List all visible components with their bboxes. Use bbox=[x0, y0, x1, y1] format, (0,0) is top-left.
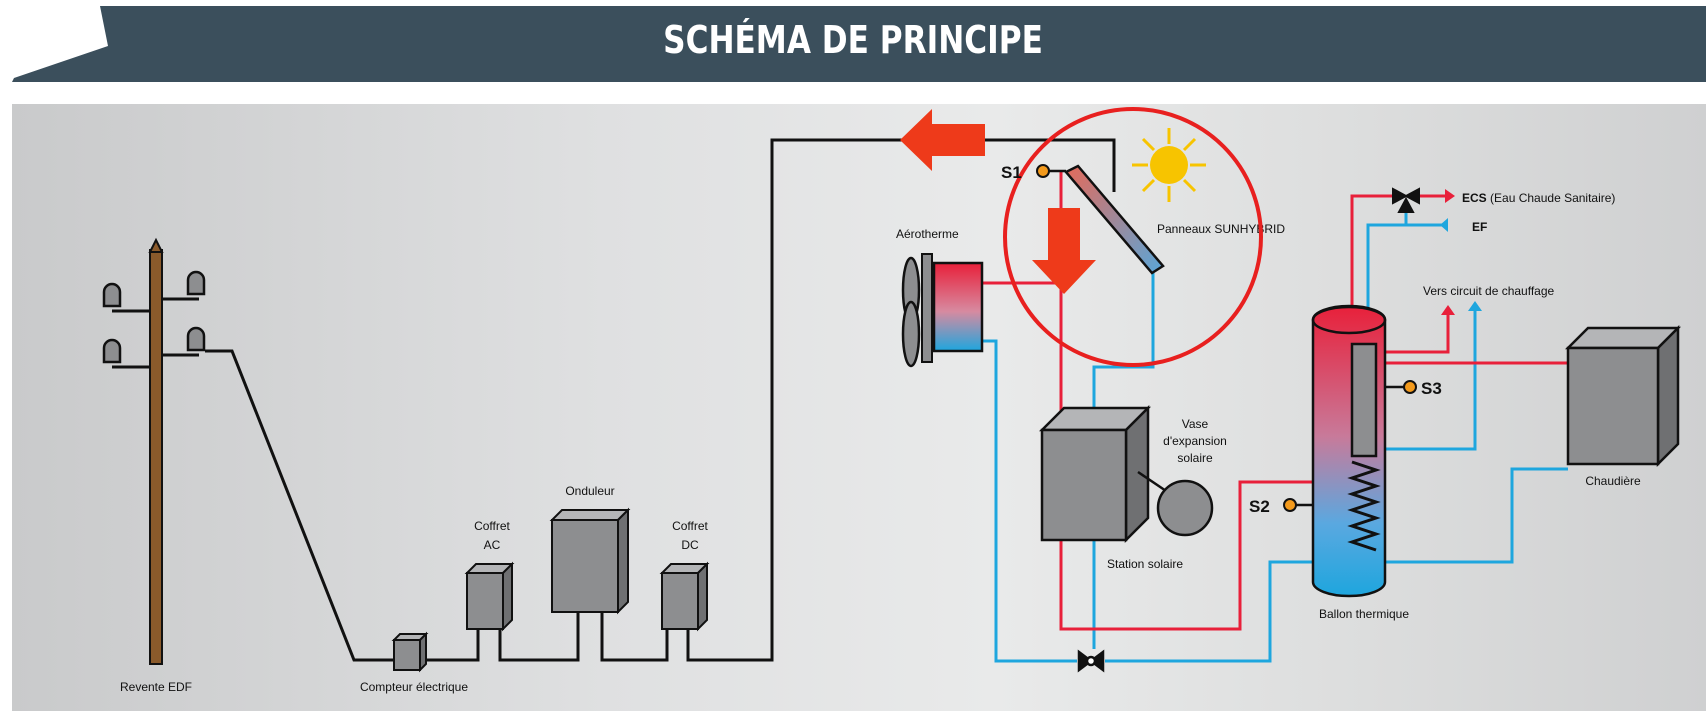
banner-shape bbox=[12, 6, 1706, 82]
highlight-circle bbox=[1003, 107, 1263, 367]
solar-panel bbox=[1064, 164, 1165, 275]
label-coffret-dc-1: Coffret bbox=[672, 519, 708, 533]
label-vase-3: solaire bbox=[1177, 451, 1213, 465]
sensor-s2 bbox=[1283, 498, 1313, 512]
arrow-up-hot-icon bbox=[1441, 305, 1455, 315]
three-way-valve-icon bbox=[1392, 187, 1420, 213]
chaudiere bbox=[1564, 324, 1682, 468]
label-coffret-ac-1: Coffret bbox=[474, 519, 510, 533]
vase-expansion bbox=[1156, 479, 1214, 537]
label-aerotherme: Aérotherme bbox=[896, 227, 959, 241]
arrow-up-cold-icon bbox=[1468, 301, 1482, 311]
label-ballon: Ballon thermique bbox=[1319, 607, 1409, 621]
label-ecs: ECS (Eau Chaude Sanitaire) bbox=[1462, 191, 1615, 205]
page-title: SCHÉMA DE PRINCIPE bbox=[663, 18, 1043, 62]
diagram-panel bbox=[12, 104, 1706, 711]
label-revente-edf: Revente EDF bbox=[120, 680, 192, 694]
coffret-dc bbox=[659, 561, 710, 632]
onduleur bbox=[549, 507, 631, 615]
label-ef: EF bbox=[1472, 220, 1487, 234]
label-chaudiere: Chaudière bbox=[1585, 474, 1641, 488]
label-vase-2: d'expansion bbox=[1163, 434, 1227, 448]
header-banner: SCHÉMA DE PRINCIPE bbox=[0, 0, 1706, 90]
label-vase-1: Vase bbox=[1182, 417, 1209, 431]
label-onduleur: Onduleur bbox=[565, 484, 614, 498]
label-s3: S3 bbox=[1421, 379, 1442, 398]
sun-icon bbox=[1132, 128, 1206, 202]
label-coffret-dc-2: DC bbox=[681, 538, 699, 552]
valve-icon bbox=[1077, 649, 1105, 673]
coffret-ac bbox=[464, 561, 515, 632]
label-panneaux: Panneaux SUNHYBRID bbox=[1157, 222, 1285, 236]
arrow-down-icon bbox=[1032, 208, 1096, 294]
label-coffret-ac-2: AC bbox=[484, 538, 501, 552]
aerotherme bbox=[901, 253, 984, 368]
fan-icon bbox=[901, 256, 921, 368]
label-s1: S1 bbox=[1001, 163, 1022, 182]
label-ecs-rest: (Eau Chaude Sanitaire) bbox=[1487, 191, 1616, 205]
station-solaire bbox=[1038, 404, 1176, 544]
ballon-thermique bbox=[1311, 304, 1387, 598]
label-vers-circuit: Vers circuit de chauffage bbox=[1423, 284, 1555, 298]
arrow-ef-icon bbox=[1440, 218, 1448, 232]
electrical-wiring bbox=[205, 138, 1116, 662]
label-station: Station solaire bbox=[1107, 557, 1183, 571]
sensor-s1 bbox=[1036, 164, 1066, 178]
electric-pole bbox=[102, 237, 206, 665]
sensor-s3 bbox=[1385, 380, 1417, 394]
arrow-left-icon bbox=[900, 109, 985, 171]
arrow-ecs-icon bbox=[1445, 189, 1455, 203]
label-compteur: Compteur électrique bbox=[360, 680, 468, 694]
compteur-electrique bbox=[391, 631, 429, 673]
label-ecs-bold: ECS bbox=[1462, 191, 1487, 205]
label-s2: S2 bbox=[1249, 497, 1270, 516]
